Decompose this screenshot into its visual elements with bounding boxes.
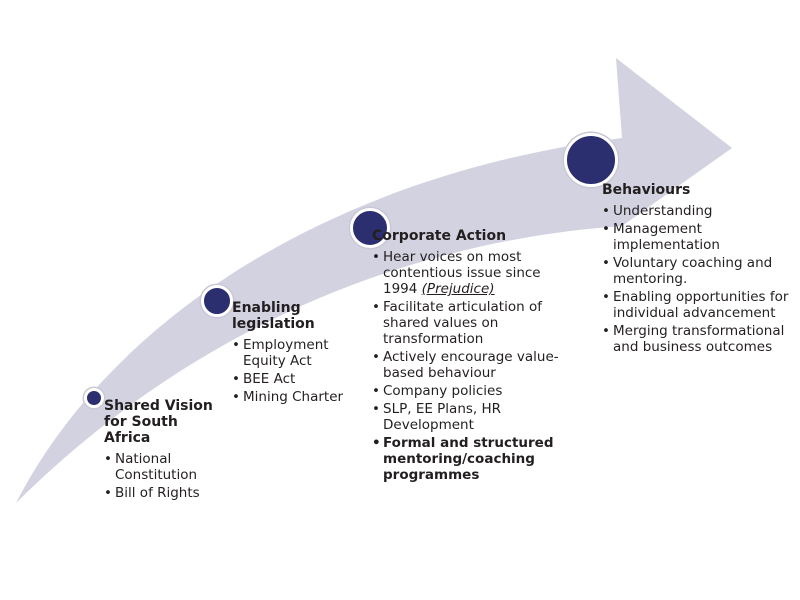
stage-title: Shared Vision for South Africa <box>104 398 213 446</box>
stage-node-2 <box>201 285 233 317</box>
list-item: Actively encourage value-based behaviour <box>372 349 572 381</box>
stage-behaviours: Behaviours Understanding Management impl… <box>602 182 792 357</box>
list-item: Company policies <box>372 383 572 399</box>
list-item: Understanding <box>602 203 792 219</box>
arrow-shape <box>16 58 732 503</box>
stage-corporate-action: Corporate Action Hear voices on most con… <box>372 228 572 485</box>
list-item: SLP, EE Plans, HR Development <box>372 401 572 433</box>
list-item: Bill of Rights <box>104 485 224 501</box>
stage-list: Understanding Management implementation … <box>602 203 792 355</box>
list-item: Enabling opportunities for individual ad… <box>602 289 792 321</box>
list-item: Voluntary coaching and mentoring. <box>602 255 792 287</box>
list-item: Facilitate articulation of shared values… <box>372 299 572 347</box>
list-item: Formal and structured mentoring/coaching… <box>372 435 572 483</box>
stage-enabling-legislation: Enabling legislation Employment Equity A… <box>232 300 352 407</box>
list-item: Mining Charter <box>232 389 352 405</box>
stage-list: National Constitution Bill of Rights <box>104 451 224 501</box>
stage-title: Enabling legislation <box>232 300 315 332</box>
list-item-emphasis: (Prejudice) <box>421 281 495 297</box>
stage-title: Corporate Action <box>372 228 507 244</box>
stage-title: Behaviours <box>602 182 691 198</box>
list-item: Employment Equity Act <box>232 337 352 369</box>
list-item: Merging transformational and business ou… <box>602 323 792 355</box>
stage-node-1 <box>84 388 104 408</box>
stage-list: Hear voices on most contentious issue si… <box>372 249 572 483</box>
stage-list: Employment Equity Act BEE Act Mining Cha… <box>232 337 352 405</box>
stage-node-4 <box>564 133 618 187</box>
list-item-text: Hear voices on most contentious issue si… <box>383 249 541 297</box>
list-item: Hear voices on most contentious issue si… <box>372 249 572 297</box>
stage-node-3 <box>350 208 390 248</box>
stage-shared-vision: Shared Vision for South Africa National … <box>104 398 224 503</box>
list-item: BEE Act <box>232 371 352 387</box>
list-item: Management implementation <box>602 221 792 253</box>
list-item: National Constitution <box>104 451 224 483</box>
